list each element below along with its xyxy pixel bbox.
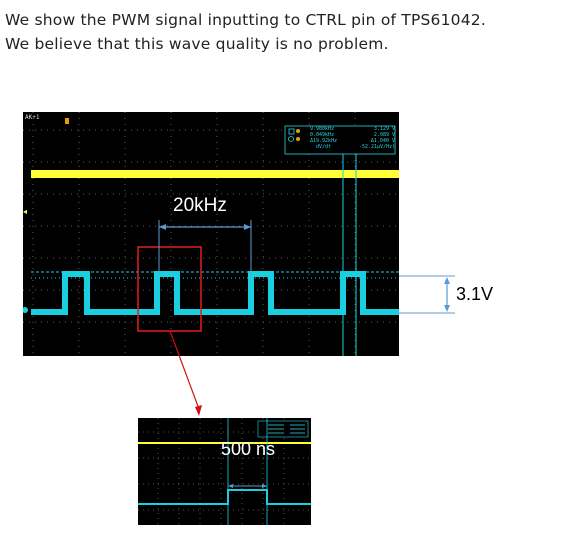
ch2-pulse-trace [31,271,399,315]
zoom-region-box [137,246,202,332]
period-arrow-right-head [244,224,251,230]
ch1-marker: ◂ [23,207,27,216]
readout-icon-2 [288,136,294,142]
amplitude-arrow-up [444,277,450,284]
period-arrow-left-head [159,224,166,230]
readout-f1: 9.980kHz [310,126,335,132]
zoom-ch2-pulse [138,489,311,505]
amplitude-label: 3.1V [456,284,494,304]
readout-df: Δ19.92kHz [310,138,338,144]
readout-voltages: 3.129 V 2.089 V Δ1.040 V -52.21μV/Hz) [359,126,395,150]
scope-main-graphics: AK+1 ◂ [23,112,399,356]
readout-dvdt: dV/dt [316,144,332,150]
frequency-label: 20kHz [173,195,227,216]
readout-f2: 0.049kHz [310,132,335,138]
scope-header-text: AK+1 [25,114,40,121]
ch2-marker [23,307,28,313]
zoom-arrow-left-head [228,484,233,488]
readout-rate: -52.21μV/Hz) [359,144,396,150]
zoom-readout-lines [268,424,305,434]
scope-zoom-graphics [138,418,311,525]
readout-panel [284,125,396,155]
readout-v2: 2.089 V [373,132,395,138]
readout-icon-3 [296,129,300,133]
readout-dv: Δ1.040 V [370,138,395,144]
oscilloscope-zoom-screenshot: 500 ns [138,418,311,525]
caption-line-1: We show the PWM signal inputting to CTRL… [5,11,486,29]
readout-v1: 3.129 V [373,126,395,132]
readout-icon-4 [296,137,300,141]
zoom-link-arrow-head [195,405,202,416]
zoom-arrow-right-head [262,484,267,488]
ch1-trace [31,170,399,178]
trigger-marker [65,118,69,124]
pulse-width-label: 500 ns [221,439,276,459]
readout-frequencies: 9.980kHz 0.049kHz Δ19.92kHz dV/dt [310,126,337,150]
caption-line-2: We believe that this wave quality is no … [5,35,389,53]
oscilloscope-main-screenshot: AK+1 ◂ 9.980kHz 0.049kHz Δ19.92kHz dV/ [23,112,399,356]
readout-icon-1 [288,128,295,135]
amplitude-arrow-down [444,305,450,312]
